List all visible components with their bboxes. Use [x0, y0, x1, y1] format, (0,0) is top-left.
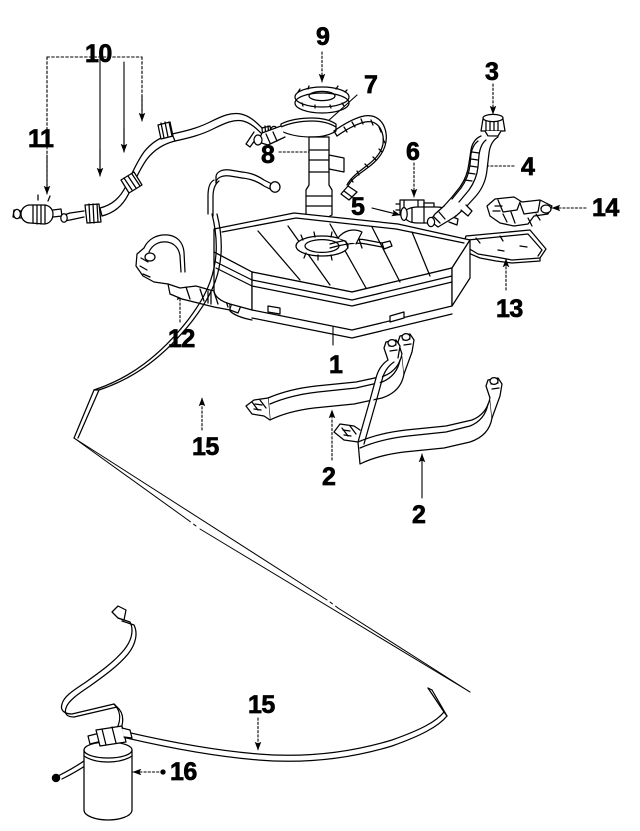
callout-6: 6 [406, 138, 421, 166]
callout-13: 13 [496, 295, 524, 323]
callout-2-rear: 2 [412, 501, 427, 529]
callout-1: 1 [329, 351, 344, 379]
underbody-reference-outline [73, 437, 471, 693]
callout-2-front: 2 [322, 463, 337, 491]
callout-7: 7 [364, 71, 379, 99]
callout-15-lower: 15 [248, 691, 276, 719]
part-fuel-line-upper [73, 213, 222, 439]
part-filler-cap [480, 113, 506, 137]
part-tank-strap-front [245, 332, 415, 421]
callout-16: 16 [170, 758, 198, 786]
part-filler-neck [426, 135, 499, 228]
callout-14: 14 [592, 194, 620, 222]
part-fuel-line-connector [12, 194, 63, 225]
callout-11: 11 [28, 125, 55, 153]
callout-3: 3 [485, 58, 500, 86]
part-vapor-canister [83, 725, 133, 821]
part-heat-shield [462, 229, 547, 264]
callout-9: 9 [316, 23, 331, 51]
part-fuel-tank [207, 169, 471, 339]
callout-15-upper: 15 [192, 433, 220, 461]
part-fuel-feed-return-lines [60, 112, 279, 224]
part-tank-strap-rear [333, 338, 503, 465]
callout-12: 12 [168, 325, 196, 353]
callout-5: 5 [351, 193, 366, 221]
part-fuel-pump-wiring-harness [333, 115, 387, 201]
part-filler-neck-bracket [486, 196, 553, 227]
callout-8: 8 [261, 141, 276, 169]
callout-10: 10 [85, 40, 113, 68]
part-fuel-pump-lock-ring [294, 85, 350, 114]
callout-4: 4 [521, 153, 536, 181]
part-tank-mounting-bracket [135, 234, 243, 314]
